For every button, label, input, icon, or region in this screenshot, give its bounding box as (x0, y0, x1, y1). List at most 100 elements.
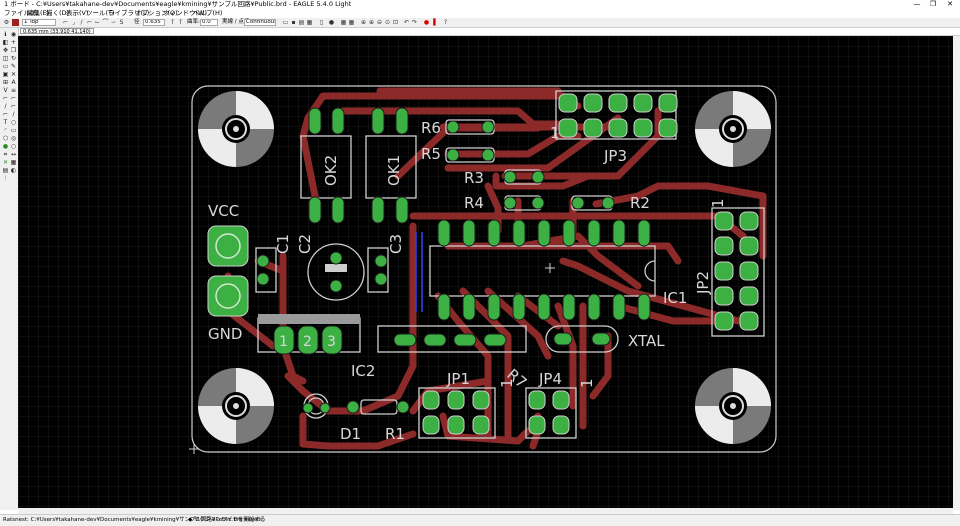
bend-style-1-icon[interactable]: ⌐ (62, 19, 69, 26)
miter-icon[interactable]: ⌐ (2, 95, 9, 102)
horizontal-scrollbar[interactable] (18, 508, 953, 514)
warning-icon[interactable]: ! (4, 175, 7, 182)
help-icon[interactable]: ? (443, 19, 448, 26)
mirror-icon[interactable]: ◫ (2, 55, 9, 62)
change-icon[interactable]: ✎ (10, 63, 17, 70)
tool-palette: ℹ ◉ ◧ + ✥ ❐ ◫ ↻ ▭ ✎ ▣ ✕ ⊞ A V ≡ ⌐ ⌐ ∕ ⌐ … (0, 28, 19, 510)
width-label: 径 (134, 19, 140, 25)
maximize-button[interactable]: ❐ (929, 0, 937, 8)
circle-icon[interactable]: ○ (10, 119, 17, 126)
ulp-icon[interactable]: ● (328, 19, 335, 26)
miter-select[interactable]: 0.0 (200, 19, 218, 26)
paste-icon[interactable]: ▣ (2, 71, 9, 78)
polygon-icon[interactable]: ⬡ (2, 135, 9, 142)
status-bar: Ratsnest: C:¥Users¥takahane-dev¥Document… (0, 514, 960, 526)
drc-icon[interactable]: ▤ (2, 167, 9, 174)
label-jp3-pin1: 1 (550, 124, 560, 142)
rotate-icon[interactable]: ↻ (10, 55, 17, 62)
optimize-icon[interactable]: ∕ (4, 103, 7, 110)
minimize-button[interactable]: — (913, 0, 921, 8)
label-ic2: IC2 (351, 362, 375, 380)
attribute-icon[interactable]: ⌗ (3, 151, 8, 158)
label-vcc: VCC (208, 202, 239, 220)
status-message: Ratsnest: C:¥Users¥takahane-dev¥Document… (3, 517, 263, 523)
route-icon[interactable]: ⌐ (10, 103, 17, 110)
menu-tools[interactable]: ツール(T) (86, 9, 115, 17)
via-icon[interactable]: ◎ (10, 135, 17, 142)
ic2-pin-2: 2 (303, 334, 312, 350)
schematic-icon[interactable]: ▦ (340, 19, 347, 26)
zoom-in-icon[interactable]: ⊕ (368, 19, 375, 26)
rect-icon[interactable]: ▭ (10, 127, 17, 134)
menu-options[interactable]: オプション(O) (135, 9, 178, 17)
menu-edit[interactable]: 編集(E) (27, 9, 50, 17)
menu-draw[interactable]: 描く(D) (46, 9, 70, 17)
cam-icon[interactable]: ▦ (306, 19, 313, 26)
zoom-select-icon[interactable]: ⊡ (392, 19, 399, 26)
smash-icon[interactable]: ≡ (10, 87, 17, 94)
open-icon[interactable]: ▭ (282, 19, 289, 26)
print-icon[interactable]: ▤ (298, 19, 305, 26)
wire-icon[interactable]: ∕ (12, 111, 15, 118)
display-icon[interactable]: ◧ (2, 39, 9, 46)
go-icon[interactable]: ▌ (433, 19, 438, 26)
label-xtal: XTAL (628, 332, 665, 350)
add-icon[interactable]: ⊞ (2, 79, 9, 86)
info-icon[interactable]: ℹ (4, 31, 7, 38)
label-jp4: JP4 (538, 370, 562, 388)
group-icon[interactable]: ▭ (2, 63, 9, 70)
close-button[interactable]: ✕ (947, 0, 953, 8)
zoom-out-icon[interactable]: ⊖ (376, 19, 383, 26)
width-select[interactable]: 0.635 (143, 19, 165, 26)
menu-window[interactable]: ウィンドウ(W) (163, 9, 207, 17)
menu-view[interactable]: 表示(V) (66, 9, 89, 17)
value-icon[interactable]: V (3, 87, 8, 94)
style-select[interactable]: Continuous (244, 19, 276, 26)
redraw-icon[interactable]: ⊙ (384, 19, 391, 26)
bend-style-3-icon[interactable]: ∕ (80, 19, 83, 26)
mark-icon[interactable]: + (10, 39, 17, 46)
board-icon[interactable]: ▦ (348, 19, 355, 26)
split-icon[interactable]: ⌐ (10, 95, 17, 102)
signal-icon[interactable]: ● (2, 143, 9, 150)
redo-icon[interactable]: ↷ (411, 19, 418, 26)
hole-icon[interactable]: ○ (10, 143, 17, 150)
label-ok2: OK2 (322, 155, 340, 186)
stop-icon[interactable]: ● (423, 19, 430, 26)
undo-icon[interactable]: ↶ (403, 19, 410, 26)
save-icon[interactable]: ▪ (291, 19, 296, 26)
eye-icon[interactable]: ◉ (10, 31, 17, 38)
bend-style-4-icon[interactable]: ⌐ (86, 19, 93, 26)
name-icon[interactable]: A (11, 79, 16, 86)
bend-style-5-icon[interactable]: ⌙ (94, 19, 101, 26)
menu-help[interactable]: ヘルプ(H) (193, 9, 223, 17)
script-icon[interactable]: ▯ (319, 19, 324, 26)
arc-icon[interactable]: ◜ (4, 127, 7, 134)
ratsnest-icon[interactable]: ✕ (2, 159, 9, 166)
menu-file[interactable]: ファイル(F) (4, 9, 39, 17)
zoom-fit-icon[interactable]: ⊕ (360, 19, 367, 26)
vertical-scrollbar[interactable] (953, 36, 960, 510)
bend-style-2-icon[interactable]: ⌟ (72, 19, 75, 26)
move-icon[interactable]: ✥ (2, 47, 9, 54)
copy-icon[interactable]: ❐ (10, 47, 17, 54)
label-c3: C3 (387, 234, 405, 254)
menu-library[interactable]: ライブラリ(L) (108, 9, 150, 17)
settings-icon[interactable]: ⚙ (3, 19, 10, 26)
bend-style-8-icon[interactable]: S (119, 19, 124, 26)
mounting-hole-tr (695, 91, 771, 167)
errors-icon[interactable]: ◐ (10, 167, 17, 174)
bend-style-6-icon[interactable]: ⌒ (102, 19, 109, 26)
ripup-icon[interactable]: ⌐ (2, 111, 9, 118)
delete-icon[interactable]: ✕ (10, 71, 17, 78)
board-canvas[interactable]: VCC GND C1 C2 C3 OK2 OK1 R6 R5 R3 R4 R2 … (18, 36, 953, 510)
autorouter-icon[interactable]: ▦ (10, 159, 17, 166)
text-icon[interactable]: T (3, 119, 8, 126)
label-jp2: JP2 (694, 271, 712, 295)
dimension-icon[interactable]: ↔ (10, 151, 17, 158)
flag-icon[interactable]: ſ (171, 19, 174, 26)
flag2-icon[interactable]: ſ (179, 19, 182, 26)
layer-select[interactable]: 1 Top (22, 19, 56, 26)
label-jp1-pin1: 1 (498, 378, 516, 388)
bend-style-7-icon[interactable]: ∽ (110, 19, 117, 26)
